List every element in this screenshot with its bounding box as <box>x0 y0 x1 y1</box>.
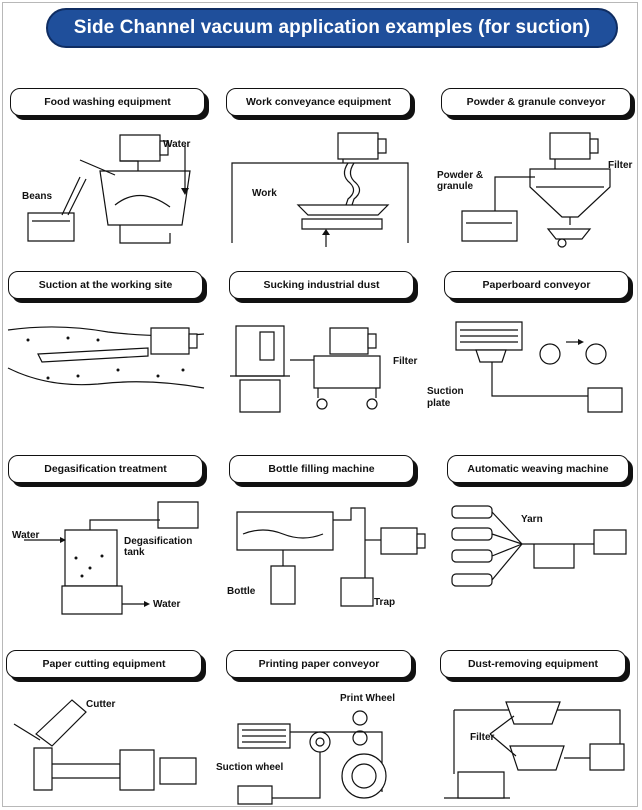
yarn-spool-icon <box>452 550 492 562</box>
caption-suction-wheel: Suction wheel <box>216 762 284 773</box>
caption-trap: Trap <box>374 597 396 608</box>
panel-label-paper-cutting: Paper cutting equipment <box>6 650 202 678</box>
yarn-spool-icon <box>452 528 492 540</box>
caption-tank: tank <box>124 547 145 558</box>
dust-removing-diagram <box>440 694 635 804</box>
roller-icon <box>540 344 560 364</box>
work-piece-icon <box>302 219 382 229</box>
roller-icon <box>586 344 606 364</box>
bean-tray-icon <box>28 213 74 241</box>
caption-filter: Filter <box>608 160 633 171</box>
filling-tank-icon <box>237 512 333 550</box>
blower-icon <box>151 328 189 354</box>
caption-degasification: Degasification <box>124 536 193 547</box>
blower-icon <box>550 133 590 159</box>
collector-box-icon <box>120 750 154 790</box>
blower-icon <box>120 135 160 161</box>
panel-label-powder-conveyor: Powder & granule conveyor <box>441 88 631 116</box>
cutter-blade-icon <box>36 700 86 746</box>
panel-label-bottle-filling: Bottle filling machine <box>229 455 414 483</box>
panel-label-suction-working-site: Suction at the working site <box>8 271 203 299</box>
filter-icon <box>506 702 560 724</box>
title-banner: Side Channel vacuum application examples… <box>46 8 618 48</box>
caption-filter: Filter <box>470 732 495 743</box>
page-title: Side Channel vacuum application examples… <box>73 17 591 38</box>
caption-plate: plate <box>427 398 451 409</box>
caption-yarn: Yarn <box>521 514 543 525</box>
suction-plate-icon <box>476 350 506 362</box>
paper-cutting-diagram <box>10 694 210 804</box>
blower-icon <box>590 744 624 770</box>
industrial-dust-diagram <box>230 322 420 417</box>
blower-icon <box>588 388 622 412</box>
blower-icon <box>594 530 626 554</box>
suction-hose-icon <box>38 348 148 362</box>
weaving-machine-diagram <box>444 498 634 603</box>
paper-roll-icon <box>342 754 386 798</box>
panel-label-degasification: Degasification treatment <box>8 455 203 483</box>
trap-icon <box>341 578 373 606</box>
bottle-filling-diagram <box>233 500 428 610</box>
work-conveyance-diagram <box>228 125 418 250</box>
chute-icon <box>34 748 52 790</box>
water-reservoir-icon <box>62 586 122 614</box>
caption-beans: Beans <box>22 191 53 202</box>
yarn-spool-icon <box>452 574 492 586</box>
blower-icon <box>158 502 198 528</box>
panel-label-weaving-machine: Automatic weaving machine <box>447 455 629 483</box>
printing-conveyor-diagram <box>232 706 422 806</box>
dust-collector-icon <box>314 356 380 388</box>
caption-water: Water <box>163 139 191 150</box>
panel-label-paperboard-conveyor: Paperboard conveyor <box>444 271 629 299</box>
suction-pad-icon <box>298 205 388 215</box>
panel-label-food-washing: Food washing equipment <box>10 88 205 116</box>
filter-icon <box>510 746 564 770</box>
caption-work: Work <box>252 188 277 199</box>
caption-water-out: Water <box>153 599 181 610</box>
cyclone-hopper-icon <box>530 169 610 217</box>
caption-water-in: Water <box>12 530 40 541</box>
caption-cutter: Cutter <box>86 699 116 710</box>
caption-filter: Filter <box>393 356 418 367</box>
powder-container-icon <box>462 211 517 241</box>
workbench-icon <box>458 772 504 798</box>
bottle-icon <box>271 566 295 604</box>
print-wheel-icon <box>353 731 367 745</box>
blower-icon <box>160 758 196 784</box>
blower-icon <box>381 528 417 554</box>
paperboard-conveyor-diagram <box>450 318 630 423</box>
powder-conveyor-diagram <box>440 125 635 250</box>
gantry-frame <box>232 163 408 243</box>
panel-label-printing-conveyor: Printing paper conveyor <box>226 650 412 678</box>
caption-powder: Powder & <box>437 170 484 181</box>
blower-icon <box>238 786 272 804</box>
caption-print-wheel: Print Wheel <box>340 693 396 704</box>
degasification-diagram <box>10 498 210 618</box>
yarn-spool-icon <box>452 506 492 518</box>
blower-icon <box>330 328 368 354</box>
caption-granule: granule <box>437 181 474 192</box>
cart-icon <box>548 229 590 239</box>
caption-bottle: Bottle <box>227 586 256 597</box>
print-wheel-icon <box>353 711 367 725</box>
working-site-diagram <box>8 318 208 398</box>
washing-tank-icon <box>100 171 190 225</box>
panel-label-dust-removing: Dust-removing equipment <box>440 650 626 678</box>
degasification-tank-icon <box>65 530 117 586</box>
caption-suction: Suction <box>427 386 464 397</box>
panel-label-work-conveyance: Work conveyance equipment <box>226 88 411 116</box>
food-washing-diagram <box>20 125 210 255</box>
blower-icon <box>338 133 378 159</box>
panel-label-sucking-dust: Sucking industrial dust <box>229 271 414 299</box>
